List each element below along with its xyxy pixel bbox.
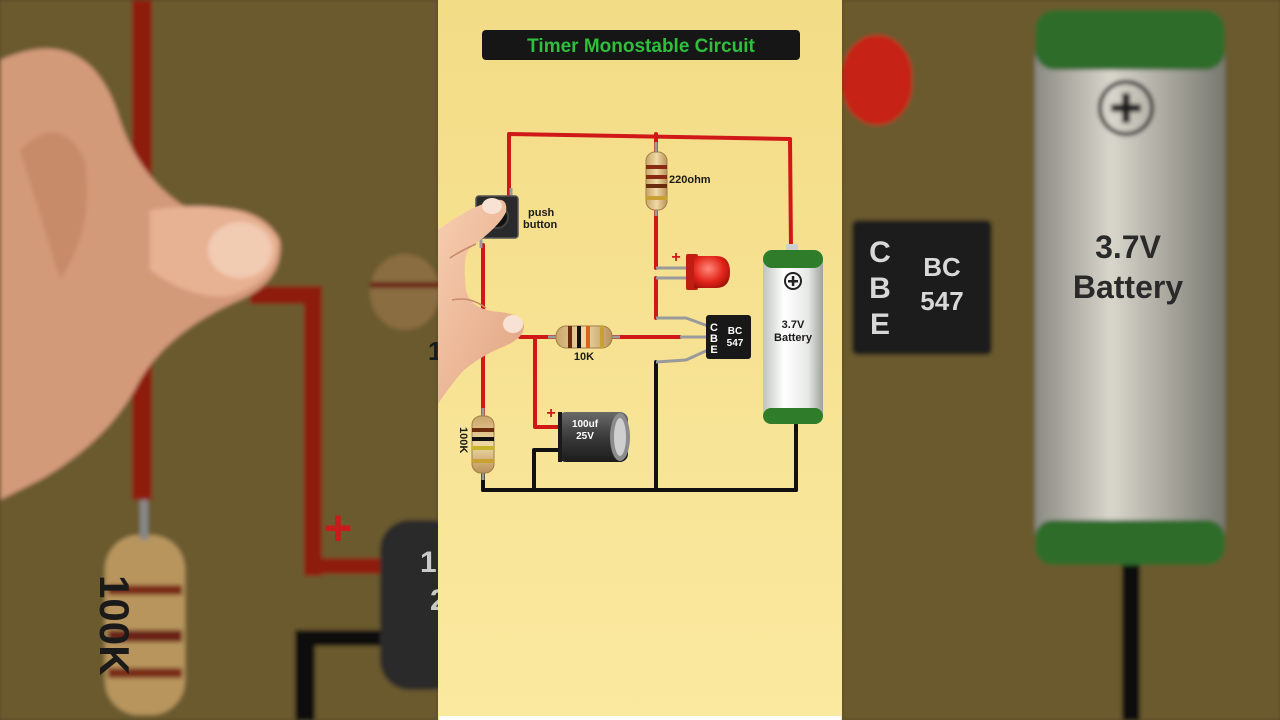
resistor-100k-label: 100K (457, 427, 469, 453)
transistor-model-line1: BC (728, 326, 742, 337)
right-zoom-battery-line1: 3.7V (1095, 229, 1161, 265)
resistor-220ohm (645, 142, 668, 216)
right-zoom-bc-line1: BC (923, 252, 961, 282)
red-led (656, 254, 730, 290)
capacitor-plus-sign: + (546, 405, 555, 422)
resistor-100k (471, 408, 495, 480)
right-zoom-pin-c: C (869, 236, 891, 269)
resistor-10k (548, 325, 620, 349)
battery-plus-icon (784, 272, 802, 290)
resistor-220ohm-label: 220ohm (669, 174, 711, 186)
right-zoom-background (842, 0, 1280, 720)
transistor-pin-c: C (710, 322, 718, 334)
push-button-label-line1: push (528, 207, 555, 219)
capacitor-label-line1: 100uf (572, 419, 599, 430)
right-zoom-pin-e: E (870, 308, 890, 341)
led-plus-sign: + (671, 249, 680, 266)
left-zoom-cap-digit1: 1 (420, 546, 437, 579)
battery-label-line2: Battery (774, 332, 813, 344)
resistor-10k-label: 10K (574, 351, 594, 363)
transistor-bc547 (655, 315, 751, 364)
left-zoom-background (0, 0, 460, 720)
transistor-pin-e: E (710, 344, 717, 356)
left-zoom-100k-label: 100K (91, 575, 138, 675)
right-zoom-battery-line2: Battery (1073, 269, 1183, 305)
right-zoom-pin-b: B (869, 272, 891, 305)
right-zoom-bc-line2: 547 (920, 286, 963, 316)
transistor-pin-b: B (710, 333, 718, 345)
title-box (482, 30, 800, 60)
pressing-hand (438, 198, 524, 404)
battery-label-line1: 3.7V (782, 319, 805, 331)
battery-3-7v (763, 244, 823, 424)
capacitor-100uf (558, 412, 630, 462)
left-zoom-plus: + (323, 500, 352, 556)
capacitor-label-line2: 25V (576, 431, 594, 442)
transistor-model-line2: 547 (727, 338, 744, 349)
push-button-label-line2: button (523, 219, 557, 231)
diagram-title: Timer Monostable Circuit (527, 36, 755, 57)
